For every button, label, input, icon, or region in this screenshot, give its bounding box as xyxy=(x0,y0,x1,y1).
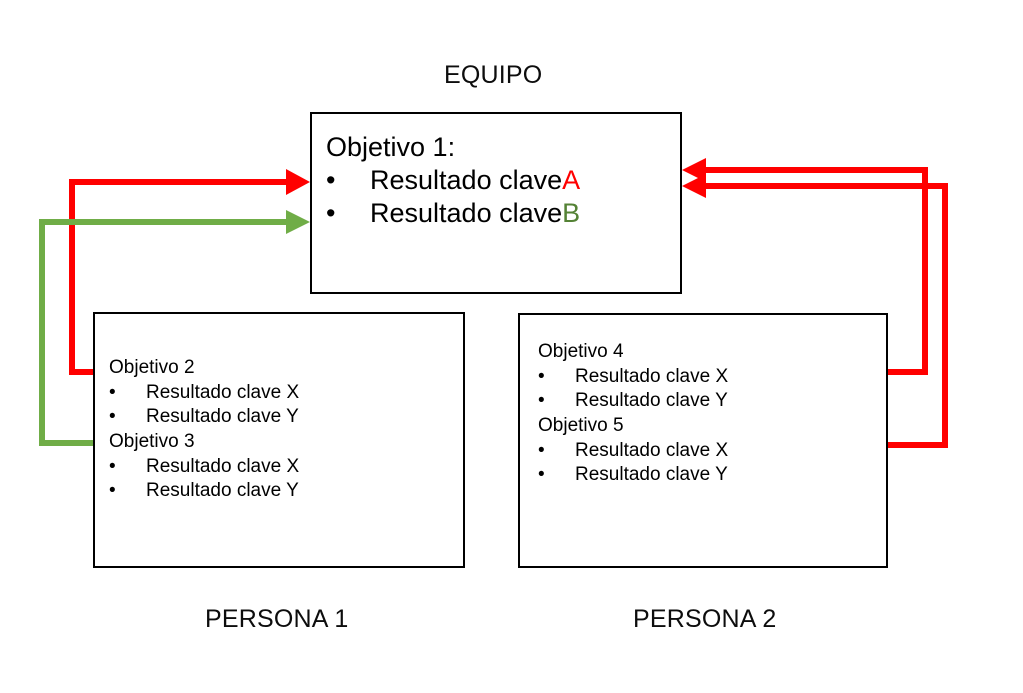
person1-key-result-text: Resultado clave X xyxy=(146,455,300,477)
person2-key-result-row: • Resultado clave X xyxy=(538,365,904,390)
person1-key-result-text: Resultado clave Y xyxy=(146,480,299,502)
person1-key-result-text: Resultado clave Y xyxy=(146,406,299,428)
person2-key-result-text: Resultado clave Y xyxy=(575,390,728,412)
team-key-result-text: Resultado clave xyxy=(370,197,563,228)
person1-key-result-row: • Resultado clave Y xyxy=(109,479,477,504)
person1-objective-2-heading: Objetivo 2 xyxy=(109,357,195,378)
bullet-icon: • xyxy=(109,406,116,428)
person2-okr-box: Objetivo 4 • Resultado clave X • Resulta… xyxy=(518,313,888,568)
person1-title-label: PERSONA 1 xyxy=(205,605,349,633)
team-key-result-row: • Resultado clave A xyxy=(326,164,694,197)
team-key-result-row: • Resultado clave B xyxy=(326,197,694,230)
person2-title-label: PERSONA 2 xyxy=(633,605,777,633)
team-key-result-marker-b: B xyxy=(562,197,581,228)
person2-key-result-row: • Resultado clave Y xyxy=(538,463,904,488)
person1-key-result-row: • Resultado clave X xyxy=(109,381,477,406)
team-key-result-text: Resultado clave xyxy=(370,164,563,195)
bullet-icon: • xyxy=(326,197,336,228)
person2-objective-5-heading: Objetivo 5 xyxy=(538,415,624,437)
person1-key-result-row: • Resultado clave Y xyxy=(109,405,477,430)
bullet-icon: • xyxy=(538,365,545,387)
person2-key-result-text: Resultado clave Y xyxy=(575,464,728,486)
team-objective-heading: Objetivo 1: xyxy=(326,132,456,162)
bullet-icon: • xyxy=(538,439,545,461)
person2-key-result-text: Resultado clave X xyxy=(575,365,729,387)
person1-key-result-text: Resultado clave X xyxy=(146,381,300,403)
bullet-icon: • xyxy=(326,164,336,195)
person2-key-result-text: Resultado clave X xyxy=(575,439,729,461)
arrowhead-red-left xyxy=(286,169,310,195)
person1-key-result-row: • Resultado clave X xyxy=(109,455,477,480)
bullet-icon: • xyxy=(109,455,116,477)
arrowhead-green-left xyxy=(286,210,310,234)
team-okr-box: Objetivo 1: • Resultado clave A • Result… xyxy=(310,112,682,294)
person2-key-result-row: • Resultado clave Y xyxy=(538,389,904,414)
bullet-icon: • xyxy=(109,480,116,502)
person2-key-result-row: • Resultado clave X xyxy=(538,439,904,464)
bullet-icon: • xyxy=(538,464,545,486)
team-key-result-marker-a: A xyxy=(562,164,581,195)
bullet-icon: • xyxy=(109,381,116,403)
person1-objective-3-heading: Objetivo 3 xyxy=(109,431,195,453)
person2-objective-4-heading: Objetivo 4 xyxy=(538,341,624,362)
bullet-icon: • xyxy=(538,390,545,412)
person1-okr-box: Objetivo 2 • Resultado clave X • Resulta… xyxy=(93,312,465,568)
team-title-label: EQUIPO xyxy=(444,61,543,89)
